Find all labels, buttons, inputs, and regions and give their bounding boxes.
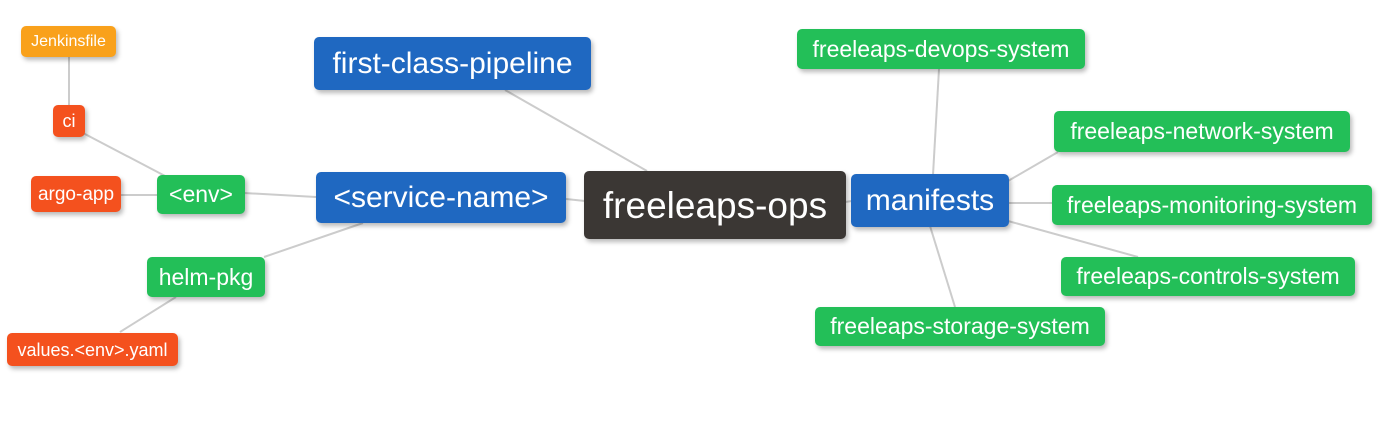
node-freeleaps-ops[interactable]: freeleaps-ops xyxy=(584,171,846,239)
node-controls-system[interactable]: freeleaps-controls-system xyxy=(1061,257,1355,296)
node-service-name[interactable]: <service-name> xyxy=(316,172,566,223)
node-monitoring-system[interactable]: freeleaps-monitoring-system xyxy=(1052,185,1372,225)
node-values-env-yaml[interactable]: values.<env>.yaml xyxy=(7,333,178,366)
edge-manifests-network-system xyxy=(1007,151,1059,182)
edge-manifests-controls-system xyxy=(1007,220,1139,258)
node-manifests[interactable]: manifests xyxy=(851,174,1009,227)
node-first-class-pipeline[interactable]: first-class-pipeline xyxy=(314,37,591,90)
node-jenkinsfile[interactable]: Jenkinsfile xyxy=(21,26,116,57)
edge-service-name-root xyxy=(565,198,586,202)
node-ci[interactable]: ci xyxy=(53,105,85,137)
node-helm-pkg[interactable]: helm-pkg xyxy=(147,257,265,297)
edge-first-class-pipeline-root xyxy=(504,89,648,172)
node-argo-app[interactable]: argo-app xyxy=(31,176,121,212)
node-env[interactable]: <env> xyxy=(157,175,245,214)
node-devops-system[interactable]: freeleaps-devops-system xyxy=(797,29,1085,69)
edge-ci-env xyxy=(82,132,168,178)
edge-manifests-devops-system xyxy=(932,68,940,176)
edge-env-service-name xyxy=(243,192,317,198)
node-network-system[interactable]: freeleaps-network-system xyxy=(1054,111,1350,152)
edge-helm-pkg-service-name xyxy=(263,222,364,258)
edge-manifests-storage-system xyxy=(929,225,956,308)
node-storage-system[interactable]: freeleaps-storage-system xyxy=(815,307,1105,346)
edge-values-helm-pkg xyxy=(119,296,177,333)
